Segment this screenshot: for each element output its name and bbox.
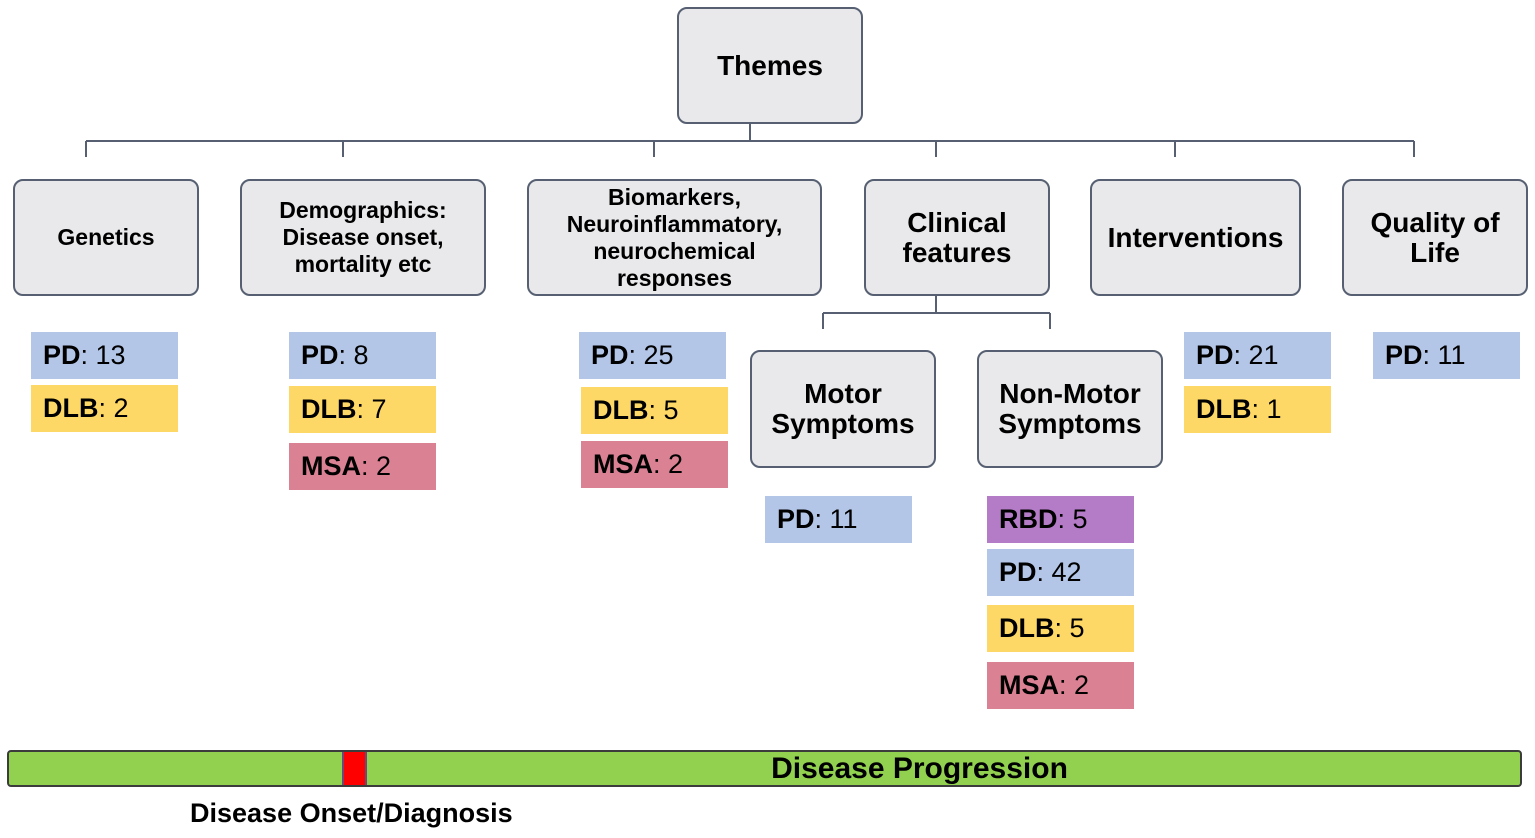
interventions-box: Interventions [1090, 179, 1301, 296]
interventions-label: Interventions [1107, 221, 1284, 253]
disease-progression-title: Disease Progression [771, 751, 1068, 785]
themes-root-label: Themes [717, 49, 823, 81]
biomarkers-msa-count: MSA: 2 [581, 441, 728, 488]
quality-of-life-label: Quality of Life [1370, 206, 1500, 268]
demographics-box: Demographics: Disease onset, mortality e… [240, 179, 486, 296]
genetics-dlb-count: DLB: 2 [31, 385, 178, 432]
interventions-dlb-count: DLB: 1 [1184, 386, 1331, 433]
themes-root-box: Themes [677, 7, 863, 124]
demographics-pd-count: PD: 8 [289, 332, 436, 379]
biomarkers-pd-count: PD: 25 [579, 332, 726, 379]
genetics-label: Genetics [57, 224, 155, 250]
biomarkers-label: Biomarkers, Neuroinflammatory, neurochem… [566, 183, 783, 291]
genetics-pd-count: PD: 13 [31, 332, 178, 379]
motor-symptoms-label: Motor Symptoms [771, 378, 915, 439]
disease-onset-label: Disease Onset/Diagnosis [190, 798, 513, 828]
quality-of-life-box: Quality of Life [1342, 179, 1528, 296]
disease-progression-bar: Disease Progression [7, 750, 1522, 787]
clinical-features-label: Clinical features [902, 206, 1012, 268]
nonmotor-msa-count: MSA: 2 [987, 662, 1134, 709]
nonmotor-pd-count: PD: 42 [987, 549, 1134, 596]
demographics-msa-count: MSA: 2 [289, 443, 436, 490]
demographics-label: Demographics: Disease onset, mortality e… [279, 197, 447, 277]
nonmotor-dlb-count: DLB: 5 [987, 605, 1134, 652]
clinical-features-box: Clinical features [864, 179, 1050, 296]
non-motor-symptoms-box: Non-Motor Symptoms [977, 350, 1163, 468]
quality-pd-count: PD: 11 [1373, 332, 1520, 379]
genetics-box: Genetics [13, 179, 199, 296]
motor-pd-count: PD: 11 [765, 496, 912, 543]
demographics-dlb-count: DLB: 7 [289, 386, 436, 433]
non-motor-symptoms-label: Non-Motor Symptoms [998, 378, 1142, 439]
disease-onset-marker [342, 752, 367, 785]
motor-symptoms-box: Motor Symptoms [750, 350, 936, 468]
biomarkers-dlb-count: DLB: 5 [581, 387, 728, 434]
nonmotor-rbd-count: RBD: 5 [987, 496, 1134, 543]
biomarkers-box: Biomarkers, Neuroinflammatory, neurochem… [527, 179, 822, 296]
interventions-pd-count: PD: 21 [1184, 332, 1331, 379]
